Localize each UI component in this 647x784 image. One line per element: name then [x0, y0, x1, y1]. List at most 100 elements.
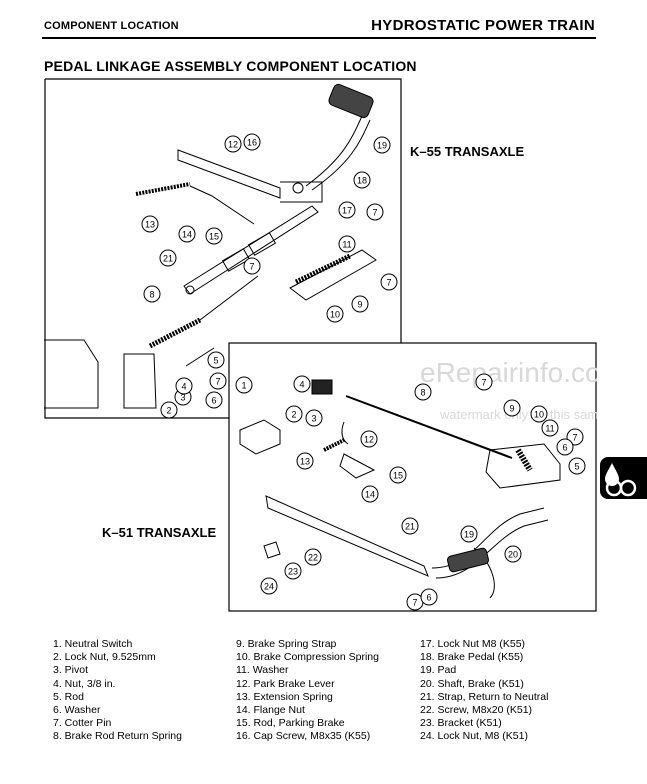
- svg-text:3: 3: [180, 393, 185, 403]
- legend-item: 17. Lock Nut M8 (K55): [420, 638, 526, 650]
- svg-text:10: 10: [330, 310, 340, 320]
- legend-item: 4. Nut, 3/8 in.: [53, 677, 116, 690]
- svg-text:20: 20: [508, 550, 518, 560]
- svg-text:21: 21: [163, 254, 173, 264]
- callout-k51-10: 10: [530, 405, 548, 423]
- callout-k51-7a: 7: [475, 373, 493, 391]
- svg-text:6: 6: [211, 396, 216, 406]
- callout-k55-7c: 7: [380, 273, 398, 291]
- callout-k51-20: 20: [504, 545, 522, 563]
- callout-k55-13: 13: [141, 215, 159, 233]
- k51-parts: [239, 379, 561, 599]
- svg-text:2: 2: [166, 406, 171, 416]
- legend-item: 15. Rod, Parking Brake: [236, 717, 345, 730]
- figure-area: eRepairinfo.com watermark only on this s…: [44, 78, 624, 616]
- callout-k55-8: 8: [143, 285, 161, 303]
- legend-item: 16. Cap Screw, M8x35 (K55): [236, 730, 371, 743]
- legend-column-3: 17. Lock Nut M8 (K55) 18. Brake Pedal (K…: [420, 638, 548, 744]
- legend-item: 6. Washer: [53, 704, 101, 717]
- svg-text:8: 8: [149, 290, 154, 300]
- svg-text:15: 15: [209, 232, 219, 242]
- svg-text:7: 7: [386, 278, 391, 288]
- svg-text:6: 6: [562, 443, 567, 453]
- svg-text:11: 11: [342, 240, 351, 250]
- callout-k55-9: 9: [351, 295, 369, 313]
- k55-panel-frame: [45, 78, 402, 343]
- callout-k51-12: 12: [360, 430, 378, 448]
- svg-text:4: 4: [181, 382, 186, 392]
- svg-text:14: 14: [365, 490, 375, 500]
- svg-text:10: 10: [534, 410, 544, 420]
- k55-transaxle-label: K–55 TRANSAXLE: [410, 144, 524, 159]
- svg-text:1: 1: [241, 381, 246, 391]
- svg-text:6: 6: [426, 593, 431, 603]
- callout-k51-6b: 6: [420, 588, 438, 606]
- legend-item: 22. Screw, M8x20 (K51): [420, 704, 533, 717]
- svg-text:15: 15: [393, 471, 403, 481]
- callout-k51-4: 4: [293, 375, 311, 393]
- callout-k55-2: 2: [160, 401, 178, 419]
- legend-item: 12. Park Brake Lever: [236, 677, 335, 690]
- svg-text:4: 4: [299, 380, 304, 390]
- svg-text:16: 16: [247, 138, 257, 148]
- callout-k51-13: 13: [296, 452, 314, 470]
- svg-text:7: 7: [372, 208, 377, 218]
- header-rule: [42, 37, 596, 39]
- svg-text:7: 7: [215, 377, 220, 387]
- callout-k51-14: 14: [361, 485, 379, 503]
- legend-item: 7. Cotter Pin: [53, 717, 112, 730]
- svg-text:7: 7: [572, 433, 577, 443]
- svg-text:13: 13: [300, 457, 310, 467]
- callout-k51-11: 11: [541, 419, 559, 437]
- k55-panel-left-edge: [44, 79, 229, 419]
- watermark-main-text: eRepairinfo.com: [420, 357, 597, 388]
- svg-text:19: 19: [464, 530, 474, 540]
- svg-text:7: 7: [481, 378, 486, 388]
- callout-k55-7a: 7: [366, 203, 384, 221]
- legend-item: 8. Brake Rod Return Spring: [53, 730, 182, 743]
- callout-k51-1: 1: [235, 376, 253, 394]
- svg-text:11: 11: [545, 424, 554, 434]
- callout-k51-15: 15: [389, 466, 407, 484]
- legend-column-1: 1. Neutral Switch 2. Lock Nut, 9.525mm 3…: [53, 638, 182, 744]
- callout-k51-19: 19: [460, 525, 478, 543]
- legend-item: 20. Shaft, Brake (K51): [420, 677, 524, 690]
- legend-item: 11. Washer: [236, 664, 289, 677]
- callout-k51-23: 23: [284, 562, 302, 580]
- svg-text:5: 5: [574, 462, 579, 472]
- legend-item: 2. Lock Nut, 9.525mm: [53, 651, 156, 664]
- legend-item: 18. Brake Pedal (K55): [420, 651, 524, 664]
- callout-k51-7c: 7: [406, 593, 424, 611]
- section-tab: [600, 457, 647, 499]
- svg-text:14: 14: [182, 230, 192, 240]
- svg-text:18: 18: [357, 176, 367, 186]
- callout-k51-5: 5: [568, 457, 586, 475]
- callout-k55-11: 11: [338, 235, 356, 253]
- callout-k55-6: 6: [205, 391, 223, 409]
- legend-item: 21. Strap, Return to Neutral: [420, 690, 549, 703]
- svg-text:21: 21: [405, 522, 415, 532]
- legend-item: 5. Rod: [53, 690, 84, 703]
- k55-parts: [44, 83, 377, 409]
- svg-text:23: 23: [288, 567, 298, 577]
- callout-k55-14: 14: [178, 225, 196, 243]
- svg-text:2: 2: [291, 410, 296, 420]
- legend-item: 9. Brake Spring Strap: [236, 638, 337, 650]
- svg-text:22: 22: [308, 553, 318, 563]
- svg-text:24: 24: [264, 582, 274, 592]
- svg-text:13: 13: [145, 220, 155, 230]
- callout-k51-8: 8: [414, 383, 432, 401]
- header-chapter-title: HYDROSTATIC POWER TRAIN: [371, 17, 595, 34]
- legend-item: 3. Pivot: [53, 664, 89, 677]
- svg-text:8: 8: [420, 388, 425, 398]
- callout-k55-7b: 7: [243, 257, 261, 275]
- legend-item: 1. Neutral Switch: [53, 638, 133, 650]
- legend-item: 10. Brake Compression Spring: [236, 651, 379, 664]
- legend-item: 24. Lock Nut, M8 (K51): [420, 730, 528, 743]
- svg-text:17: 17: [342, 206, 352, 216]
- callout-k55-4: 4: [175, 377, 193, 395]
- header-section-label: COMPONENT LOCATION: [44, 20, 179, 32]
- callout-k55-18: 18: [353, 171, 371, 189]
- svg-text:19: 19: [377, 141, 387, 151]
- callout-k51-6a: 6: [556, 438, 574, 456]
